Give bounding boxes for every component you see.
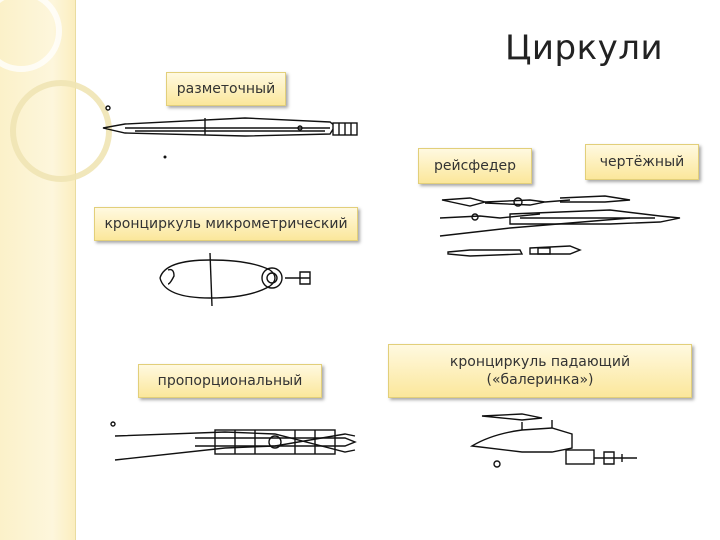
label-text: рейсфедер xyxy=(433,157,517,174)
decorative-side-line xyxy=(75,0,76,540)
micrometer-caliper-drawing xyxy=(159,252,311,307)
label-text: кронциркуль микрометрический xyxy=(104,215,348,232)
ruling-pen-and-drafting-compass-drawing xyxy=(439,195,681,257)
slide-title: Циркули xyxy=(505,28,664,68)
label-text: разметочный xyxy=(176,80,276,97)
label-text-line1: кронциркуль падающий xyxy=(449,353,631,370)
label-text-line2: («балеринка») xyxy=(486,372,594,388)
label-proportional-compass: пропорциональный xyxy=(138,364,322,398)
drop-bow-caliper-drawing xyxy=(469,413,637,468)
label-text: пропорциональный xyxy=(157,372,303,389)
label-ruling-pen: рейсфедер xyxy=(418,148,532,184)
decorative-circle xyxy=(0,0,62,72)
proportional-compass-drawing xyxy=(110,421,357,461)
label-drafting-compass: чертёжный xyxy=(585,144,699,180)
decorative-circle xyxy=(10,80,112,182)
label-drop-bow-caliper: кронциркуль падающий («балеринка») xyxy=(388,344,692,398)
label-micrometer-caliper: кронциркуль микрометрический xyxy=(94,207,358,241)
marking-compass-drawing xyxy=(102,105,358,159)
label-marking-compass: разметочный xyxy=(166,72,286,106)
label-text: чертёжный xyxy=(599,153,685,170)
